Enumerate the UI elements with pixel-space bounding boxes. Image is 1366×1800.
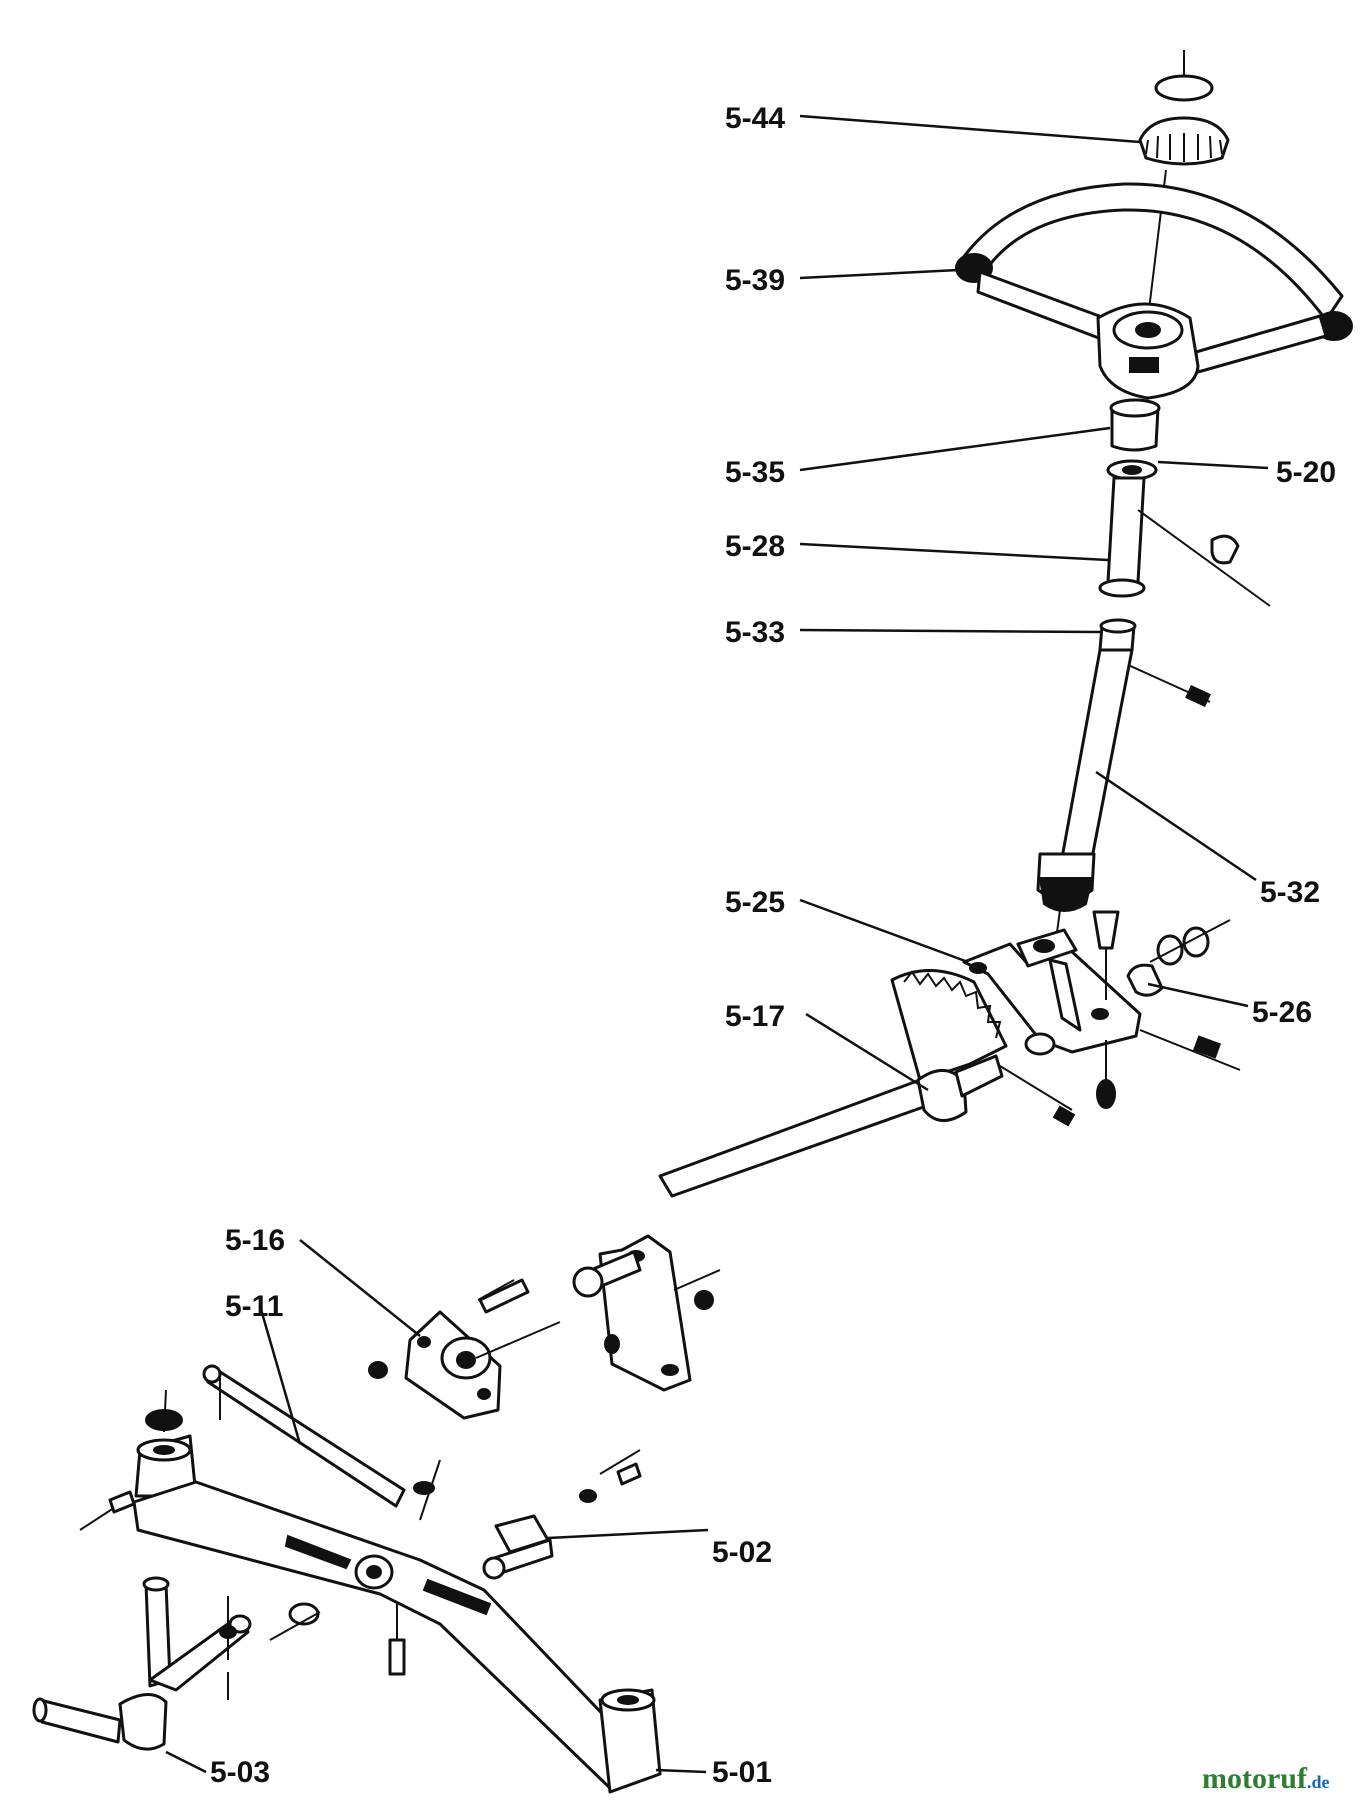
label-5-03: 5-03 bbox=[210, 1756, 270, 1789]
label-5-17: 5-17 bbox=[725, 1000, 785, 1033]
leader-lines bbox=[165, 114, 1269, 1774]
watermark-logo: motoruf.de bbox=[1202, 1762, 1329, 1795]
sector-gear-bracket bbox=[890, 910, 1241, 1127]
label-5-02: 5-02 bbox=[712, 1536, 772, 1569]
support-plate bbox=[572, 1234, 721, 1392]
steering-wheel bbox=[955, 182, 1353, 400]
part-labels: 5-44 5-39 5-35 5-20 5-28 5-33 5-32 5-25 … bbox=[210, 102, 1336, 1789]
label-5-16: 5-16 bbox=[225, 1224, 285, 1257]
label-5-28: 5-28 bbox=[725, 530, 785, 563]
label-5-35: 5-35 bbox=[725, 456, 785, 489]
steering-shaft bbox=[1036, 648, 1134, 941]
upper-shaft-stack bbox=[1098, 398, 1271, 707]
watermark-brand: motoruf.de bbox=[1202, 1762, 1329, 1795]
front-axle bbox=[79, 1364, 662, 1794]
label-5-20: 5-20 bbox=[1276, 456, 1336, 489]
label-5-39: 5-39 bbox=[725, 264, 785, 297]
label-5-11: 5-11 bbox=[225, 1290, 283, 1323]
cross-shaft bbox=[658, 1054, 1004, 1198]
label-5-32: 5-32 bbox=[1260, 876, 1320, 909]
label-5-25: 5-25 bbox=[725, 886, 785, 919]
label-5-33: 5-33 bbox=[725, 616, 785, 649]
label-5-26: 5-26 bbox=[1252, 996, 1312, 1029]
label-5-44: 5-44 bbox=[725, 102, 785, 135]
spindle bbox=[32, 1576, 406, 1751]
bearing-flange bbox=[368, 1278, 561, 1420]
label-5-01: 5-01 bbox=[712, 1756, 772, 1789]
wheel-cap-assembly bbox=[1138, 50, 1230, 319]
